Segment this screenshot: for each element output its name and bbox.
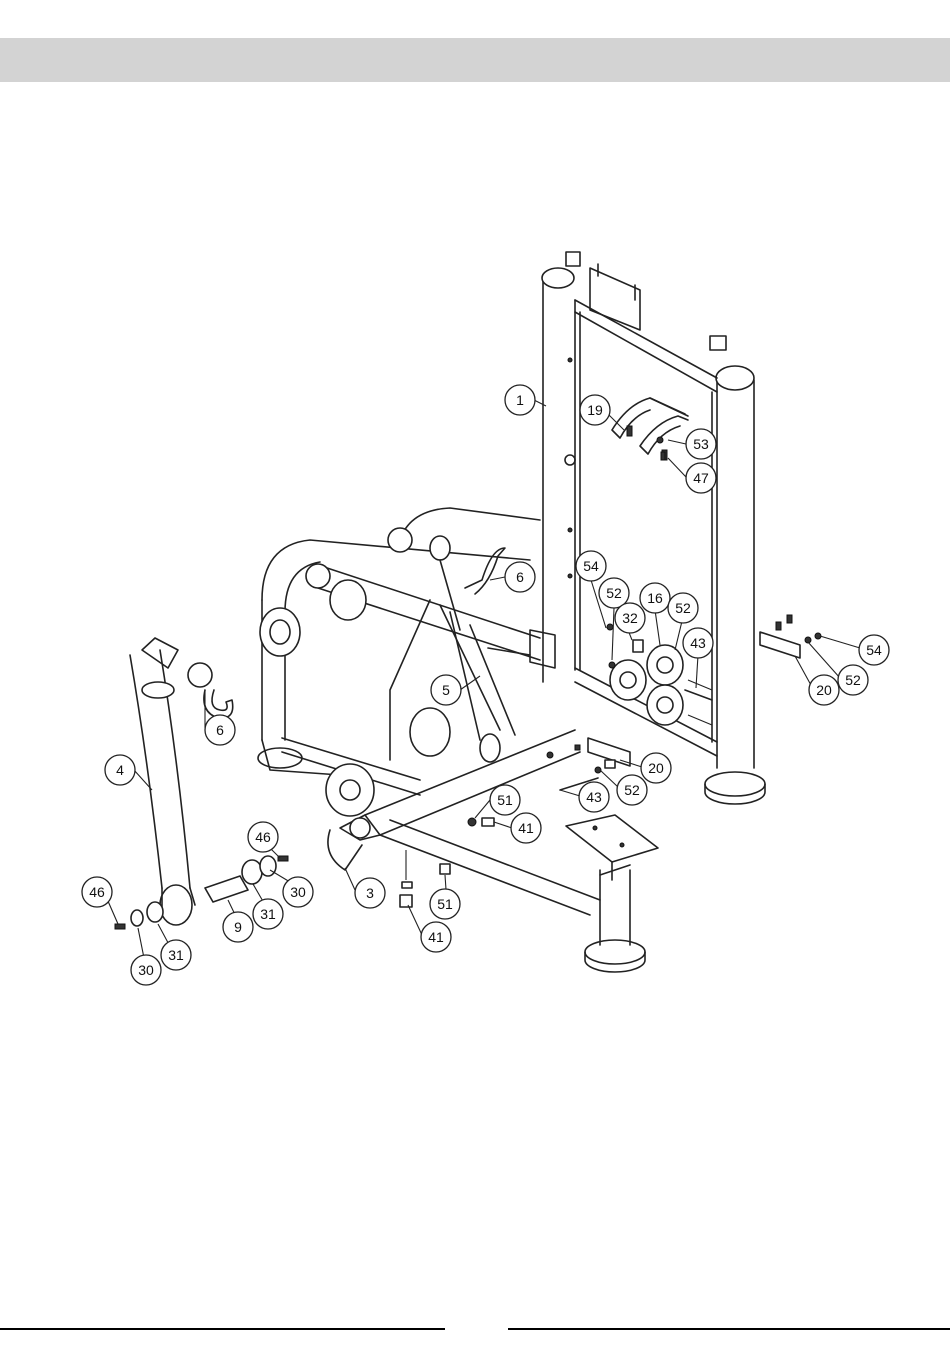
callout-16: 16 [640, 583, 670, 613]
callout-47: 47 [686, 463, 716, 493]
callout-label: 51 [497, 792, 513, 808]
callout-label: 54 [583, 558, 599, 574]
callout-label: 46 [255, 829, 271, 845]
callout-label: 19 [587, 402, 603, 418]
callout-label: 30 [138, 962, 154, 978]
callout-label: 54 [866, 642, 882, 658]
callout-label: 4 [116, 762, 124, 778]
callout-52-d: 52 [617, 775, 647, 805]
callout-6-upper: 6 [505, 562, 535, 592]
arm-4 [130, 638, 233, 925]
seat-frame [258, 508, 555, 816]
callout-9: 9 [223, 912, 253, 942]
callout-label: 31 [260, 906, 276, 922]
callout-30-right: 30 [283, 877, 313, 907]
callout-label: 43 [690, 635, 706, 651]
callout-54-right: 54 [859, 635, 889, 665]
callout-label: 6 [216, 722, 224, 738]
callout-1: 1 [505, 385, 535, 415]
callout-31-left: 31 [161, 940, 191, 970]
callout-label: 41 [428, 929, 444, 945]
callout-label: 41 [518, 820, 534, 836]
callout-label: 3 [366, 885, 374, 901]
callout-4: 4 [105, 755, 135, 785]
bracket-20-right [760, 615, 821, 658]
callout-label: 6 [516, 569, 524, 585]
callout-3: 3 [355, 878, 385, 908]
callout-label: 30 [290, 884, 306, 900]
callout-label: 52 [606, 585, 622, 601]
callout-label: 1 [516, 392, 524, 408]
footer-rule-left [0, 1328, 445, 1330]
callout-20-right: 20 [809, 675, 839, 705]
callout-41-lower: 41 [421, 922, 451, 952]
callout-53: 53 [686, 429, 716, 459]
callout-label: 16 [647, 590, 663, 606]
callout-51-lower: 51 [430, 889, 460, 919]
callout-label: 52 [845, 672, 861, 688]
callout-19: 19 [580, 395, 610, 425]
callout-label: 51 [437, 896, 453, 912]
footer-rule-right [508, 1328, 950, 1330]
callout-label: 5 [442, 682, 450, 698]
callout-6-lower: 6 [205, 715, 235, 745]
callout-46-left: 46 [82, 877, 112, 907]
callout-label: 31 [168, 947, 184, 963]
callout-label: 47 [693, 470, 709, 486]
leader-lines [104, 400, 860, 968]
callout-label: 53 [693, 436, 709, 452]
callout-43-upper: 43 [683, 628, 713, 658]
callout-31-right: 31 [253, 899, 283, 929]
callout-20-center: 20 [641, 753, 671, 783]
callout-label: 52 [624, 782, 640, 798]
callout-51-upper: 51 [490, 785, 520, 815]
callout-52-b: 52 [668, 593, 698, 623]
callout-label: 20 [816, 682, 832, 698]
callout-label: 9 [234, 919, 242, 935]
callout-label: 43 [586, 789, 602, 805]
callout-43-lower: 43 [579, 782, 609, 812]
callout-46-right: 46 [248, 822, 278, 852]
callout-32: 32 [615, 603, 645, 633]
bracket-20-center [575, 738, 630, 768]
callout-41-upper: 41 [511, 813, 541, 843]
callout-5: 5 [431, 675, 461, 705]
callout-label: 46 [89, 884, 105, 900]
callout-label: 52 [675, 600, 691, 616]
callout-52-c: 52 [838, 665, 868, 695]
callout-54-left: 54 [576, 551, 606, 581]
callout-30-left: 30 [131, 955, 161, 985]
callout-label: 20 [648, 760, 664, 776]
callout-label: 32 [622, 610, 638, 626]
